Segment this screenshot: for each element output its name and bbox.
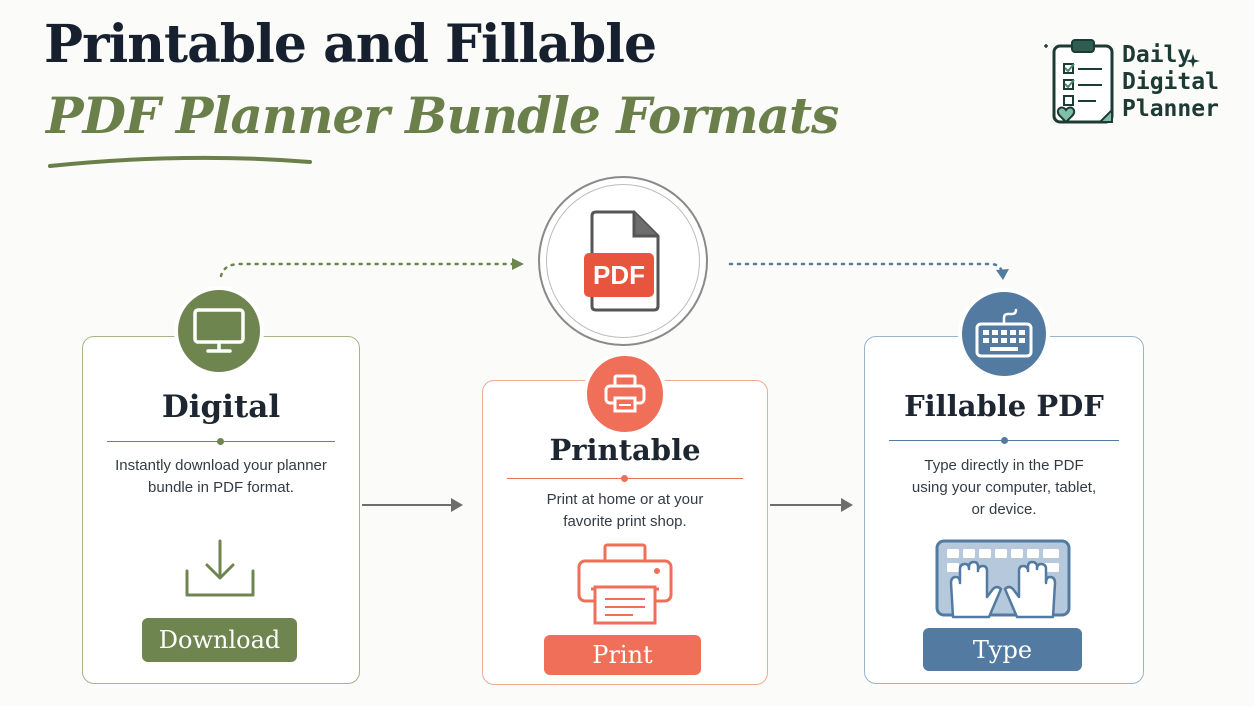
print-button[interactable]: Print [544,635,701,675]
card-desc-digital: Instantly download your planner bundle i… [115,457,327,496]
brand-logo: Daily Digital Planner [1122,42,1219,122]
keyboard-icon [975,308,1033,358]
pdf-badge: PDF [538,176,708,346]
monitor-icon [193,308,245,353]
card-title-digital: Digital [161,389,281,425]
card-desc-fillable: Type directly in the PDF using your comp… [911,457,1097,518]
card-digital: Digital Instantly download your planner … [82,336,360,684]
pdf-label: PDF [584,253,654,297]
card-fillable: Fillable PDF Type directly in the PDF us… [864,336,1144,684]
keyboard-hands-icon [935,539,1071,619]
monitor-badge [174,286,264,376]
clipboard-checklist-icon [1044,39,1114,124]
card-title-fillable: Fillable PDF [904,389,1104,423]
title-underline [48,155,312,168]
download-button[interactable]: Download [142,618,297,662]
page-subtitle: PDF Planner Bundle Formats [46,86,839,145]
card-title-printable: Printable [549,433,701,467]
type-button[interactable]: Type [923,628,1082,671]
page-title: Printable and Fillable [44,14,657,75]
keyboard-badge [958,288,1050,380]
card-desc-printable: Print at home or at your favorite print … [546,491,704,530]
sparkle-icon [1186,54,1200,68]
printer-icon [604,374,646,413]
download-icon [185,539,255,597]
printer-badge [583,352,667,436]
printer-illustration-icon [577,543,673,625]
